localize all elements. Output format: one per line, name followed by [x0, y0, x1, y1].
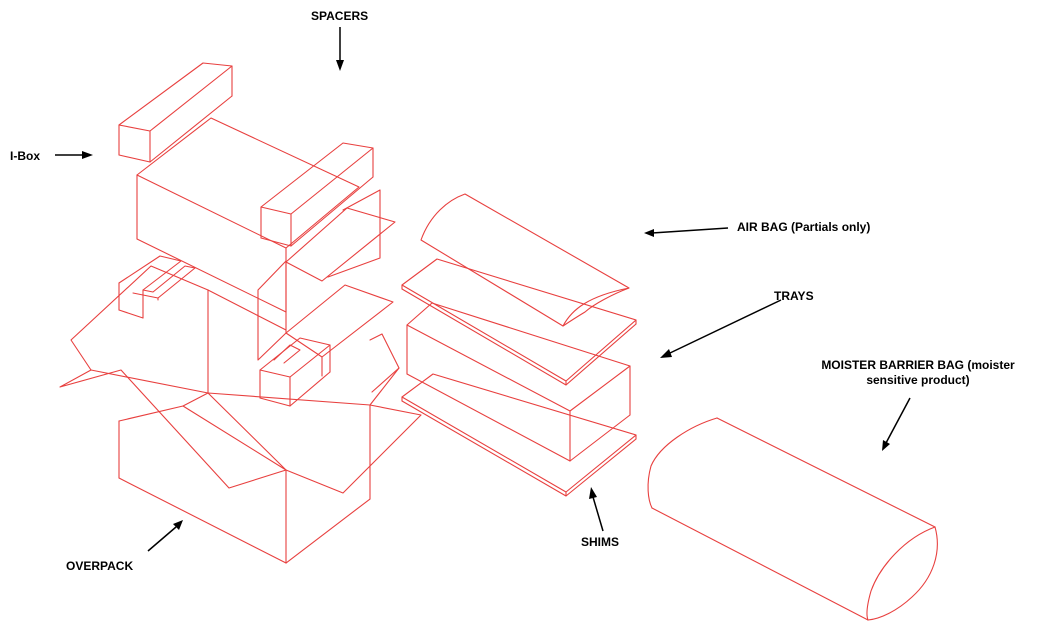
- air-bag: [420, 193, 630, 327]
- label-moister-line2: sensitive product): [866, 373, 970, 387]
- spacer-top-left: [118, 62, 233, 163]
- arrow-ibox: [55, 151, 93, 159]
- i-box: [136, 117, 360, 313]
- trays-block: [406, 302, 631, 462]
- moisture-barrier-bag: [647, 417, 938, 621]
- arrow-trays: [660, 299, 782, 358]
- arrow-overpack: [147, 520, 183, 552]
- label-ibox: I-Box: [10, 149, 40, 163]
- label-moister-line1: MOISTER BARRIER BAG (moister: [821, 358, 1015, 372]
- spacer-left-u: [118, 255, 196, 319]
- divider-panels: [257, 189, 400, 393]
- label-overpack: OVERPACK: [66, 559, 134, 573]
- arrow-shims: [589, 487, 604, 532]
- shim-lower: [401, 373, 637, 497]
- tray-upper: [401, 258, 637, 386]
- arrow-moister-barrier-bag: [882, 397, 911, 451]
- label-moister-barrier-bag: MOISTER BARRIER BAG (moister sensitive p…: [804, 358, 1032, 388]
- spacer-top-right: [260, 142, 374, 247]
- spacer-lower-middle: [259, 337, 331, 407]
- arrow-air-bag: [644, 227, 729, 237]
- label-air-bag: AIR BAG (Partials only): [737, 220, 871, 234]
- arrow-spacers: [336, 27, 344, 71]
- overpack-carton: [59, 265, 422, 564]
- label-shims: SHIMS: [581, 535, 620, 549]
- label-spacers: SPACERS: [311, 9, 369, 23]
- label-trays: TRAYS: [774, 289, 814, 303]
